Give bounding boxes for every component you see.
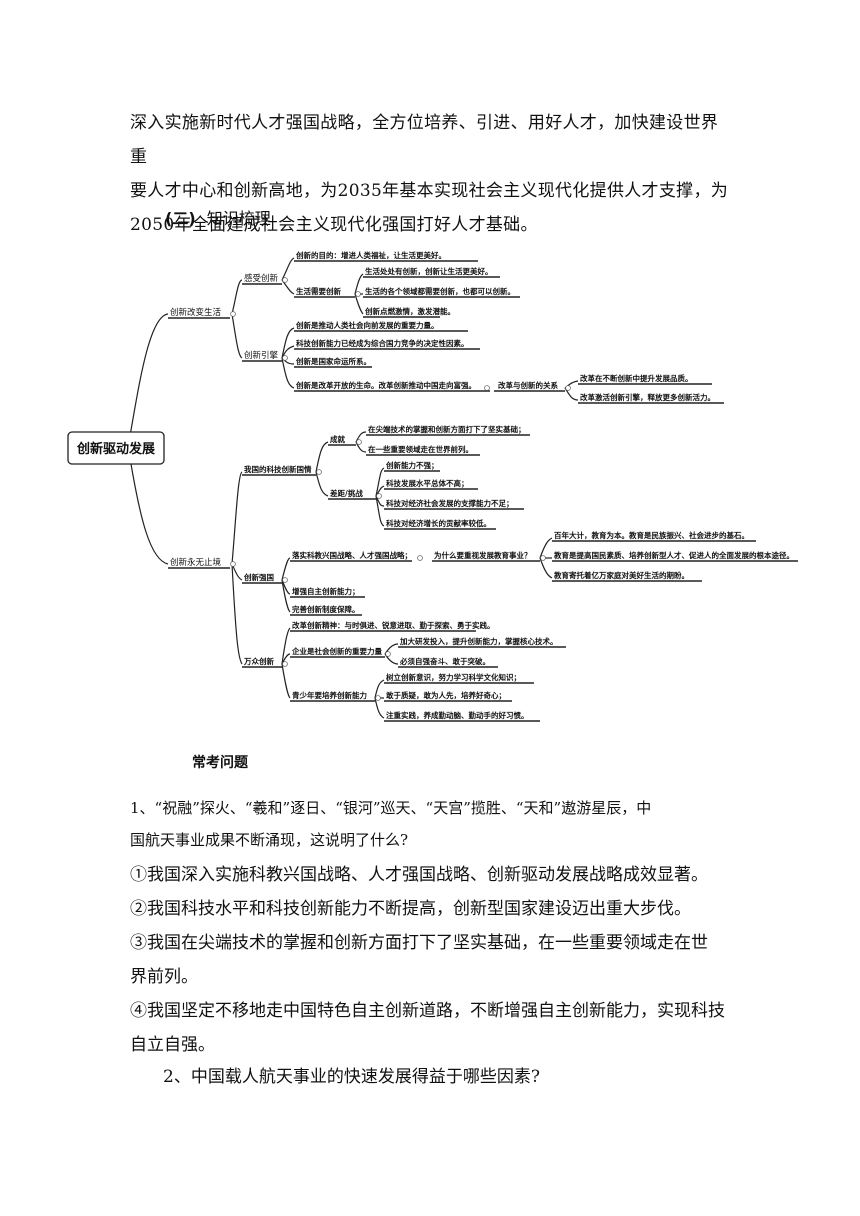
mm-b2-1-1-a: 在尖端技术的掌握和创新方面打下了坚实基础； (368, 424, 526, 435)
section-title: 知识梳理 (206, 209, 271, 228)
faq-title: 常考问题 (192, 755, 248, 771)
mm-b1-1: 感受创新 (244, 273, 279, 284)
mm-b1-2-b: 科技创新能力已经成为综合国力竞争的决定性因素。 (296, 338, 469, 348)
mm-b1-1-1: 创新的目的：增进人类福祉，让生活更美好。 (295, 250, 446, 260)
mm-b1-2-c: 创新是国家命运所系。 (295, 356, 371, 366)
mm-b1-1-2: 生活需要创新 (296, 286, 341, 296)
mm-b2-2: 创新强国 (243, 572, 274, 582)
mm-b2-2-a-q: 为什么要重视发展教育事业？ (434, 550, 532, 560)
mm-b2-2-c: 完善创新制度保障。 (292, 604, 360, 614)
mm-b2-3-a: 改革创新精神：与时俱进、锐意进取、勤于探索、勇于实践。 (292, 620, 495, 630)
mm-b2: 创新永无止境 (170, 557, 222, 568)
mm-b2-2-a-q1: 百年大计，教育为本。教育是民族振兴、社会进步的基石。 (554, 530, 749, 540)
mm-b1-1-2-c: 创新点燃激情，激发潜能。 (364, 306, 455, 316)
intro-line-3: 2050年全面建成社会主义现代化强国打好人才基础。 (130, 215, 538, 235)
mm-b1-2-a: 创新是推动人类社会向前发展的重要力量。 (295, 320, 439, 330)
mm-b2-1-1: 成就 (330, 434, 345, 444)
faq-answer-1: ①我国深入实施科教兴国战略、人才强国战略、创新驱动发展战略成效显著。 (130, 865, 708, 885)
mm-b1-1-2-a: 生活处处有创新，创新让生活更美好。 (365, 266, 493, 276)
faq-q1-line-1: 1、“祝融”探火、“羲和”逐日、“银河”巡天、“天宫”揽胜、“天和”遨游星辰，中 (130, 799, 652, 817)
mm-b1-1-2-b: 生活的各个领域都需要创新，也都可以创新。 (365, 286, 515, 296)
faq-question-1: 1、“祝融”探火、“羲和”逐日、“银河”巡天、“天宫”揽胜、“天和”遨游星辰，中… (130, 792, 735, 856)
mm-b2-1-2-d: 科技对经济增长的贡献率较低。 (386, 518, 491, 528)
mm-b2-3-c1: 树立创新意识，努力学习科学文化知识； (386, 672, 521, 683)
mm-b2-3-c2: 敢于质疑，敢为人先，培养好奇心； (386, 690, 506, 701)
mm-b2-3-b1: 加大研发投入，提升创新能力，掌握核心技术。 (399, 636, 558, 646)
faq-answer-3-line-1: ③我国在尖端技术的掌握和创新方面打下了坚实基础，在一些重要领域走在世 (130, 933, 708, 953)
faq-answers: ①我国深入实施科教兴国战略、人才强国战略、创新驱动发展战略成效显著。 ②我国科技… (130, 858, 735, 1062)
mm-b2-1-2-b: 科技发展水平总体不高； (386, 478, 469, 489)
mm-b2-2-a-q3: 教育寄托着亿万家庭对美好生活的期盼。 (553, 570, 689, 580)
mm-b1-2-d-r: 改革与创新的关系 (498, 380, 558, 390)
faq-q1-line-2: 国航天事业成果不断涌现，这说明了什么? (130, 831, 409, 849)
section-heading: (二) 知识梳理 (165, 205, 271, 229)
mm-b1-2-d-r1: 改革在不断创新中提升发展品质。 (580, 373, 693, 383)
faq-answer-3-line-2: 界前列。 (130, 967, 198, 987)
mm-b2-2-a-q2: 教育是提高国民素质、培养创新型人才、促进人的全面发展的根本途径。 (553, 550, 794, 560)
mm-b1: 创新改变生活 (170, 307, 222, 318)
faq-answer-4-line-2: 自立自强。 (130, 1035, 215, 1055)
section-number: (二) (165, 209, 196, 228)
intro-line-2: 要人才中心和创新高地，为2035年基本实现社会主义现代化提供人才支撑，为 (130, 181, 729, 201)
mm-b2-1: 我国的科技创新国情 (244, 464, 312, 474)
mm-b2-3-b2: 必须自强奋斗、敢于突破。 (399, 656, 490, 666)
faq-answer-4-line-1: ④我国坚定不移地走中国特色自主创新道路，不断增强自主创新能力，实现科技 (130, 1001, 725, 1021)
mindmap: 创新驱动发展 创新改变生活 感受创新 创新的目的：增进人类福祉，让生活更美好。 … (67, 250, 798, 722)
mm-b2-3-c: 青少年要培养创新能力 (292, 690, 367, 700)
mm-b2-2-b: 增强自主创新能力； (292, 586, 360, 597)
mindmap-root: 创新驱动发展 (76, 441, 156, 457)
mm-b2-1-2-a: 创新能力不强； (385, 460, 439, 471)
mm-b2-3: 万众创新 (243, 656, 274, 666)
mm-b1-2-d-r2: 改革激活创新引擎，释放更多创新活力。 (580, 392, 715, 402)
mm-b2-1-1-b: 在一些重要领域走在世界前列。 (368, 444, 473, 454)
mm-b1-2-d: 创新是改革开放的生命。改革创新推动中国走向富强。 (295, 380, 476, 390)
mm-b2-1-2-c: 科技对经济社会发展的支撑能力不足； (386, 498, 514, 509)
mm-b1-2: 创新引擎 (244, 350, 279, 361)
faq-question-2: 2、中国载人航天事业的快速发展得益于哪些因素? (163, 1067, 540, 1087)
mm-b2-1-2: 差距/挑战 (329, 488, 363, 498)
intro-paragraph: 深入实施新时代人才强国战略，全方位培养、引进、用好人才，加快建设世界重 要人才中… (130, 106, 735, 242)
mm-b2-2-a: 落实科教兴国战略、人才强国战略； (292, 550, 412, 561)
mm-b2-3-c3: 注重实践，养成勤动脑、勤动手的好习惯。 (386, 710, 529, 720)
intro-line-1: 深入实施新时代人才强国战略，全方位培养、引进、用好人才，加快建设世界重 (130, 113, 719, 167)
mm-b2-3-b: 企业是社会创新的重要力量 (291, 646, 382, 656)
mindmap-root-box (67, 431, 165, 465)
faq-answer-2: ②我国科技水平和科技创新能力不断提高，创新型国家建设迈出重大步伐。 (130, 899, 691, 919)
